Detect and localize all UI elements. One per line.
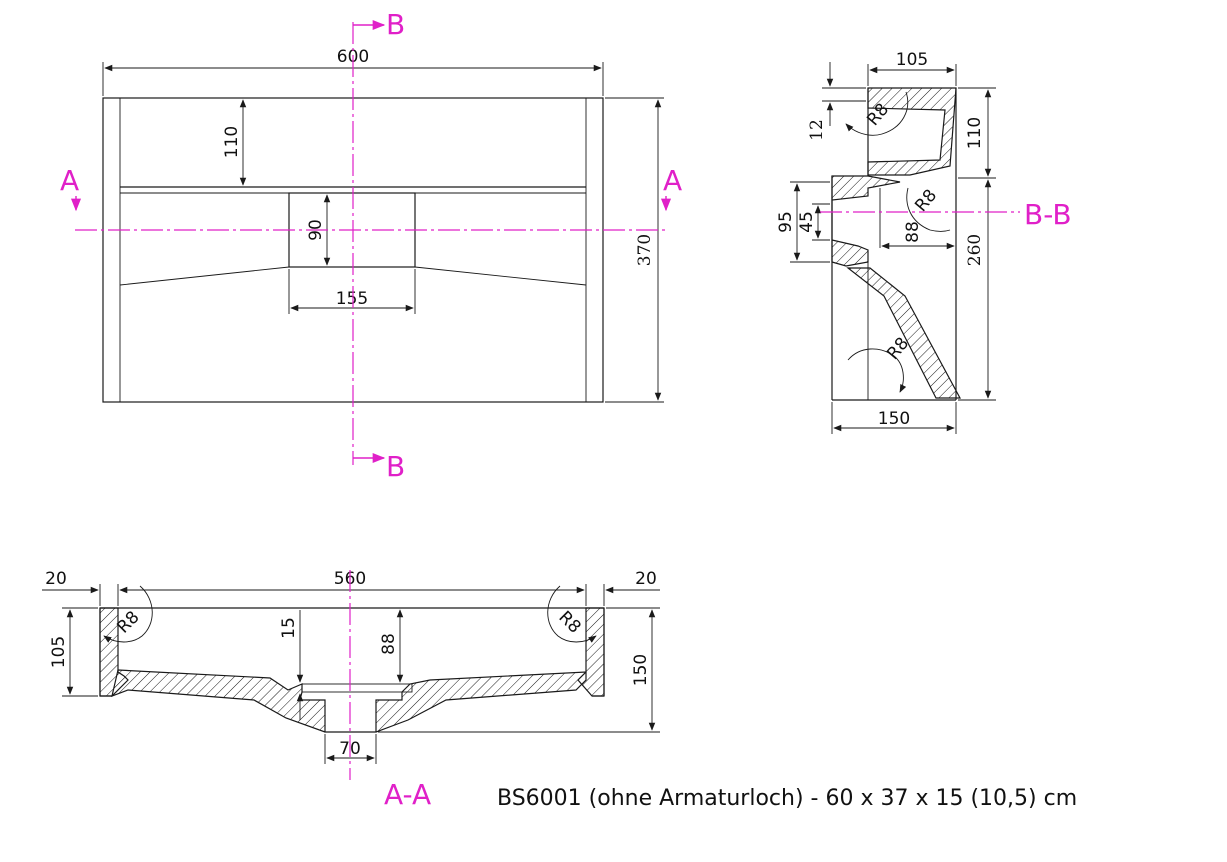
side-section-label: B-B [1024, 198, 1072, 231]
dim-drain-width-label: 155 [336, 289, 368, 309]
front-dim-right-wall-label: 20 [635, 569, 657, 589]
side-dim-rim-label: 12 [807, 119, 827, 141]
side-dim-bottom-width-label: 150 [878, 409, 910, 429]
section-b-top-label: B [386, 8, 405, 41]
section-b-bottom-label: B [386, 450, 405, 483]
section-a-left-label: A [60, 164, 79, 197]
side-dim-top-width-label: 105 [896, 50, 928, 70]
dim-depth-label: 370 [635, 234, 655, 266]
front-dim-left-height-label: 105 [49, 636, 69, 668]
side-section-view: 105 12 110 260 95 45 88 R8 R8 R8 [776, 50, 1072, 434]
front-dim-left-wall-label: 20 [45, 569, 67, 589]
side-dim-height-label: 260 [965, 234, 985, 266]
front-dim-total-height-label: 150 [631, 654, 651, 686]
drawing-caption: BS6001 (ohne Armaturloch) - 60 x 37 x 15… [497, 786, 1078, 811]
side-dim-drain-inner-label: 45 [797, 211, 817, 233]
side-dim-drain-outer-label: 95 [776, 211, 796, 233]
side-profile-upper [867, 87, 957, 176]
section-a-right-label: A [663, 164, 682, 197]
top-view: 600 370 110 90 155 A A B B [60, 8, 682, 483]
side-dim-88-label: 88 [903, 221, 923, 243]
front-dim-depth-label: 88 [379, 633, 399, 655]
side-radius-drain-label: R8 [911, 186, 941, 216]
front-section-view: 20 560 20 105 150 15 88 70 R8 R8 A-A [42, 569, 660, 811]
side-profile-drain [831, 175, 901, 267]
dim-back-label: 110 [222, 126, 242, 158]
front-dim-floor-label: 15 [279, 617, 299, 639]
front-section-label: A-A [384, 778, 431, 811]
side-dim-back-height-label: 110 [965, 117, 985, 149]
front-radius-right-label: R8 [554, 607, 584, 637]
side-profile-slope [846, 267, 962, 399]
front-floor [111, 669, 587, 733]
